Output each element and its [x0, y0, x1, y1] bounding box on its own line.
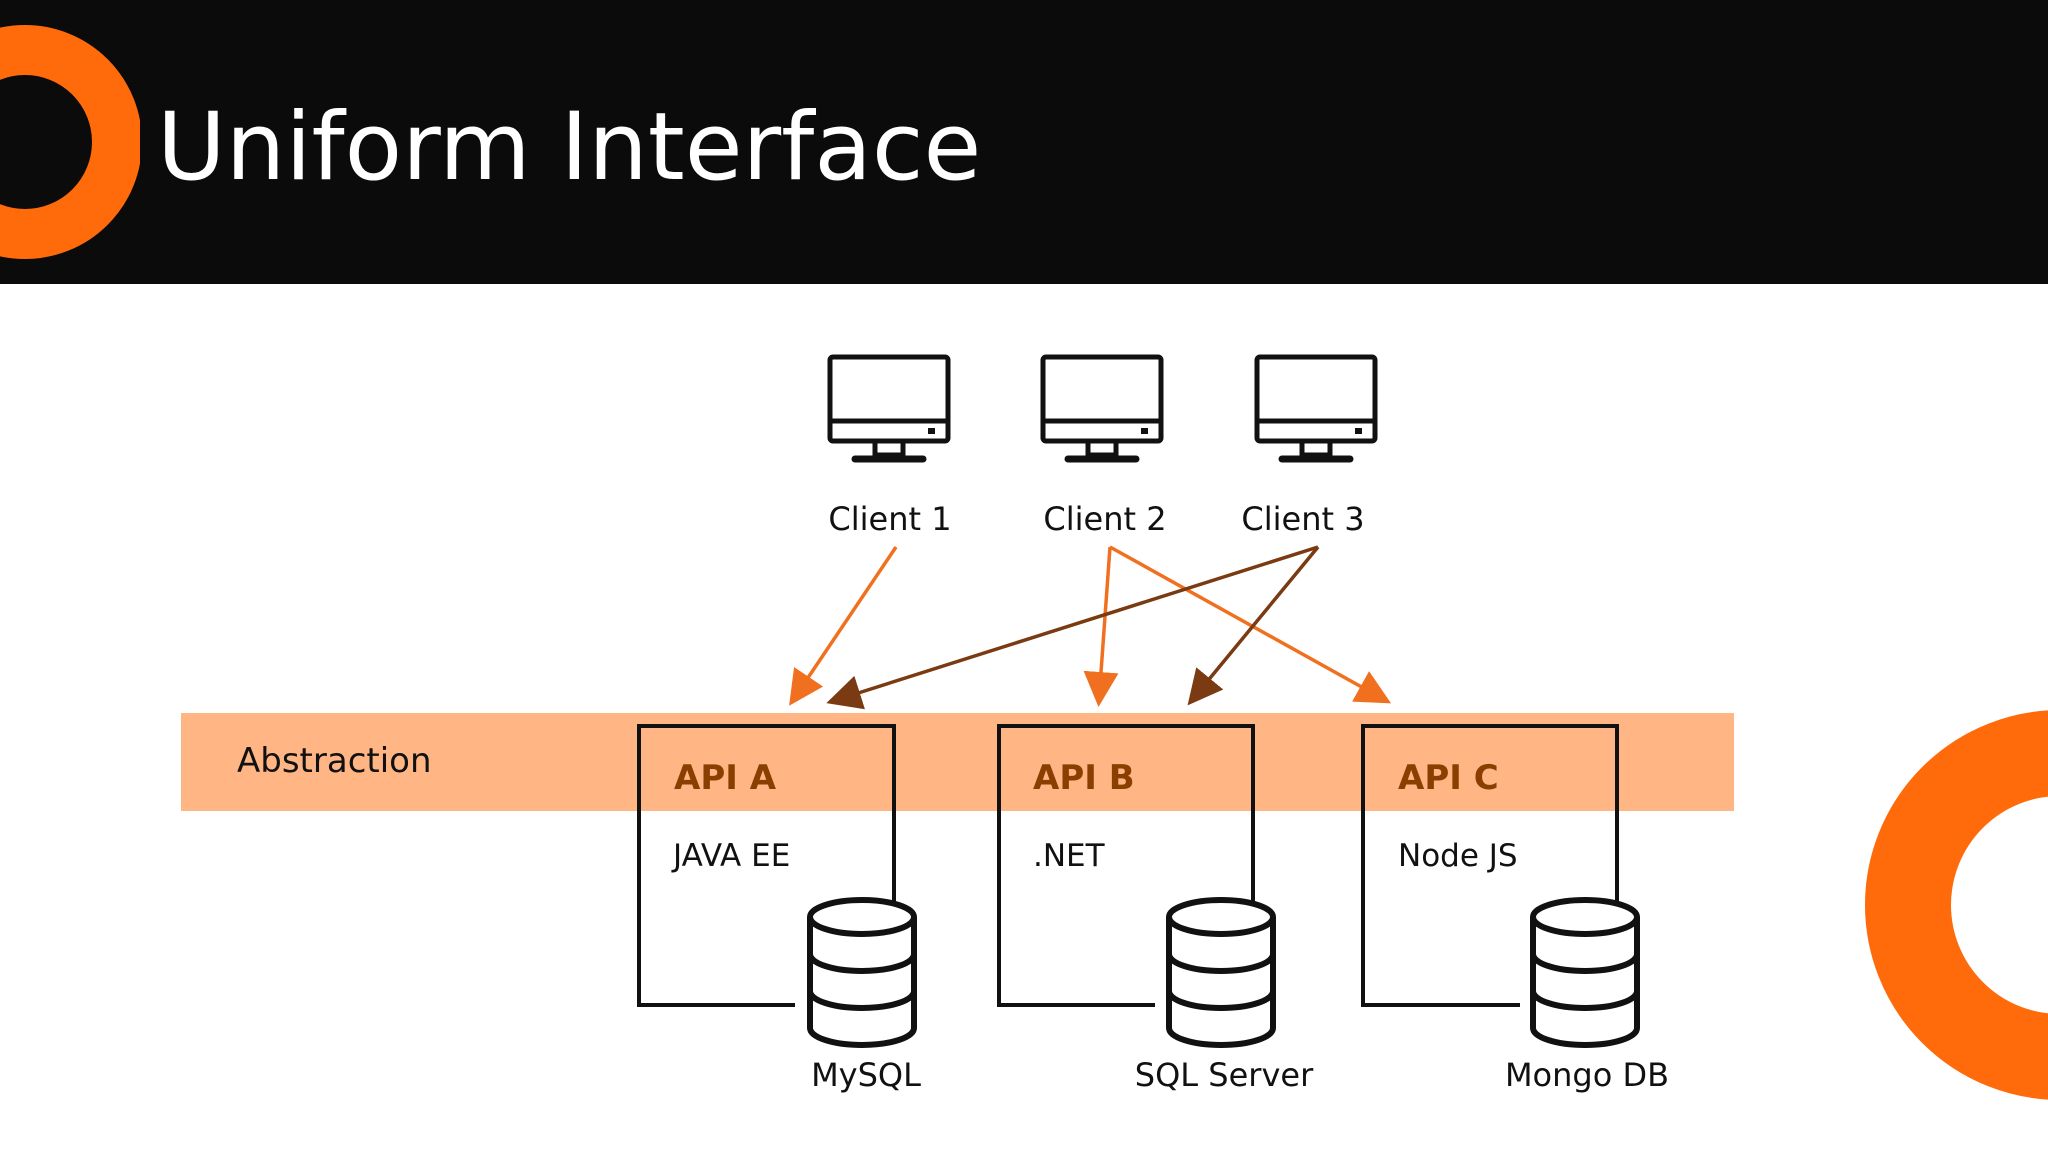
- mongodb-label: Mongo DB: [1505, 1056, 1669, 1094]
- ring-decoration-bottom-right: [1865, 710, 2048, 1100]
- mongodb-database-icon: [1530, 897, 1640, 1048]
- slide-title: Uniform Interface: [157, 93, 982, 202]
- client-2-label: Client 2: [1043, 500, 1166, 538]
- api-a-tech-label: JAVA EE: [671, 838, 790, 874]
- mysql-database-icon: [807, 897, 917, 1048]
- title-bar: Uniform Interface: [0, 0, 2048, 284]
- api-c-box: [1361, 724, 1619, 1007]
- sqlserver-database-icon: [1166, 897, 1276, 1048]
- abstraction-label: Abstraction: [237, 741, 432, 781]
- arrow-client1-to-api-a: [789, 546, 898, 706]
- api-a-box: [637, 724, 896, 1007]
- api-c-title: API C: [1398, 758, 1499, 798]
- api-b-title: API B: [1033, 758, 1135, 798]
- client-2-monitor-icon: [1040, 354, 1164, 463]
- client-3-label: Client 3: [1241, 500, 1364, 538]
- api-b-tech-label: .NET: [1033, 838, 1106, 874]
- client-3-monitor-icon: [1254, 354, 1378, 463]
- arrow-client2-to-api-b: [1083, 546, 1119, 707]
- client-1-monitor-icon: [827, 354, 951, 463]
- mysql-label: MySQL: [811, 1056, 921, 1094]
- arrow-client3-to-api-a: [826, 545, 1319, 710]
- arrow-client2-to-api-c: [1109, 545, 1392, 704]
- api-a-title: API A: [674, 758, 777, 798]
- ring-decoration-top-left: [0, 25, 140, 259]
- sqlserver-label: SQL Server: [1135, 1056, 1314, 1094]
- api-b-box: [997, 724, 1255, 1007]
- arrow-client3-to-api-b: [1187, 545, 1320, 706]
- client-1-label: Client 1: [828, 500, 951, 538]
- api-c-tech-label: Node JS: [1398, 838, 1518, 874]
- abstraction-band: [181, 713, 1734, 811]
